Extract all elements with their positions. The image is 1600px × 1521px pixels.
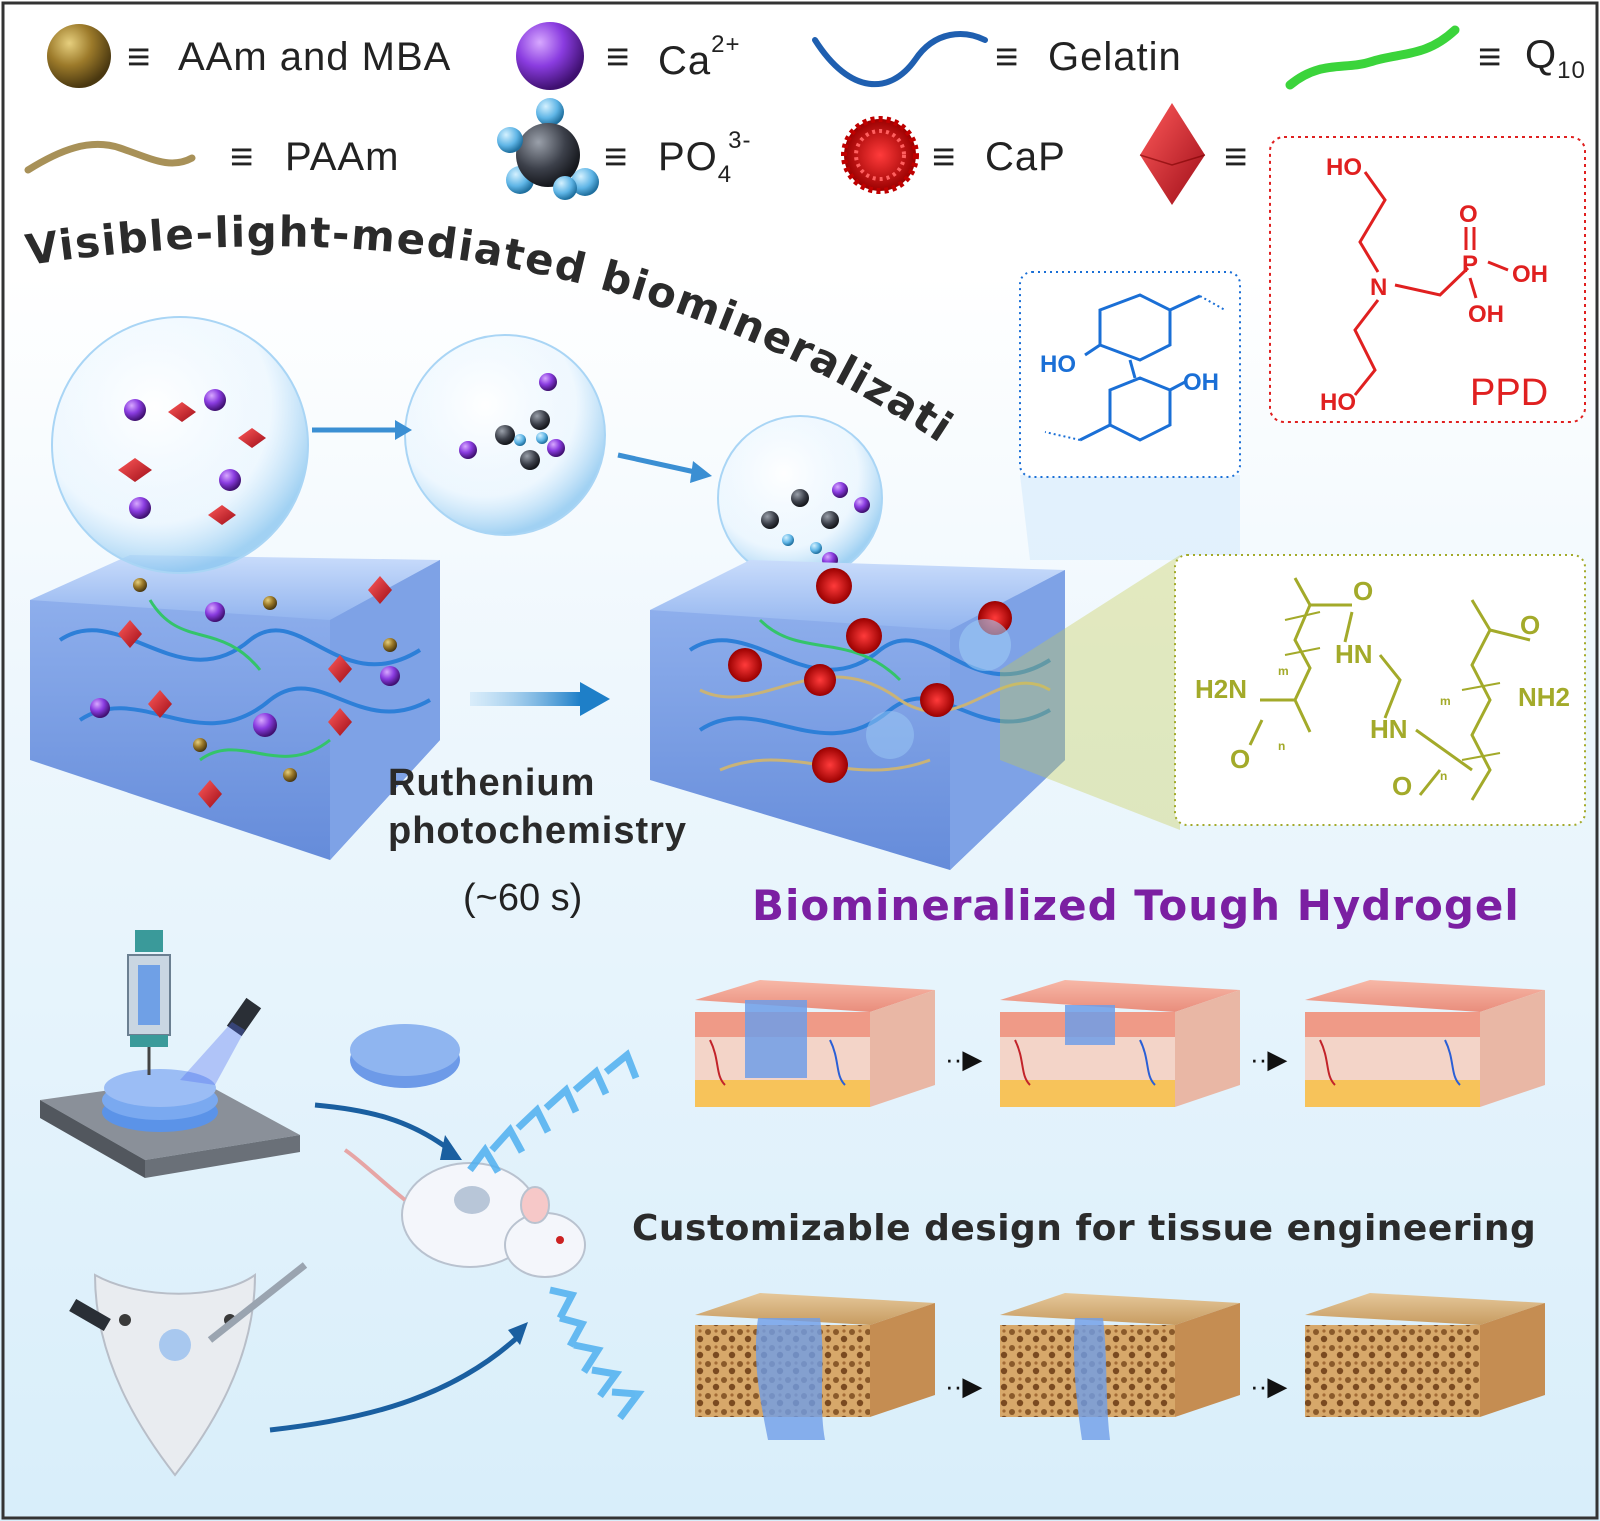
legend: ≡ AAm and MBA ≡ Ca2+ ≡ Gelatin ≡ Q10 ≡ P… [24, 22, 1586, 205]
q10-strand-icon [1285, 25, 1460, 90]
skin-block-3 [1305, 980, 1545, 1107]
bioprinter-illustration [40, 930, 300, 1178]
equiv-symbol: ≡ [932, 135, 956, 179]
phosphate-ion-icon [497, 98, 599, 200]
legend-q10-label: Q10 [1525, 33, 1586, 84]
bone-healing-arrow-2: ··▶ [1250, 1371, 1287, 1401]
ppd-oh-lower: OH [1468, 301, 1504, 328]
paam-o1: O [1353, 576, 1373, 606]
process-caption-line2: photochemistry [388, 810, 687, 852]
q-symbol: Q [1525, 33, 1557, 77]
gelatin-strand-icon [812, 31, 988, 88]
biomineralized-hydrogel-cube [650, 560, 1065, 870]
process-caption-line1: Ruthenium [388, 762, 595, 804]
mouse-illustration [343, 1148, 586, 1278]
equiv-symbol: ≡ [127, 35, 151, 79]
paam-o3: O [1520, 610, 1540, 640]
ppd-structure-box: HO N P O OH OH HO PPD [1269, 136, 1586, 423]
complex-bubble [404, 334, 606, 536]
paam-nh2: NH2 [1518, 682, 1570, 712]
ppd-oh-right: OH [1512, 261, 1548, 288]
process-time: (~60 s) [463, 877, 582, 919]
equiv-symbol: ≡ [1224, 135, 1248, 179]
skin-block-1 [695, 980, 935, 1107]
skin-block-2 [1000, 980, 1240, 1107]
chevron-stream-upper [467, 1049, 640, 1174]
calcium-charge: 2+ [711, 31, 740, 58]
paam-o2: O [1230, 744, 1250, 774]
ppd-ho-bottom: HO [1320, 389, 1356, 416]
equiv-symbol: ≡ [1478, 35, 1502, 79]
injection-to-mouse-arrow [269, 1333, 522, 1433]
bone-healing-arrow-1: ··▶ [945, 1371, 982, 1401]
ppd-name-label: PPD [1470, 372, 1548, 414]
paam-hn2: HN [1370, 714, 1408, 744]
equiv-symbol: ≡ [604, 135, 628, 179]
paam-hn1: HN [1335, 639, 1373, 669]
paam-strand-icon [24, 140, 196, 174]
paam-h2n: H2N [1195, 674, 1247, 704]
scaffold-to-mouse-arrow [314, 1102, 452, 1153]
skin-healing-arrow-2: ··▶ [1250, 1044, 1287, 1074]
legend-phosphate-label: PO4 3- [658, 127, 752, 188]
phosphate-charge: 3- [728, 127, 751, 154]
legend-calcium-label: Ca2+ [658, 31, 741, 83]
pregel-hydrogel-cube [30, 555, 440, 860]
dityrosine-ho: HO [1040, 351, 1076, 378]
calcium-phosphate-flower-icon [841, 116, 919, 194]
paam-m1: m [1278, 664, 1289, 678]
skin-healing-arrow-1: ··▶ [945, 1044, 982, 1074]
ppd-n-atom: N [1370, 274, 1387, 301]
ppd-diamond-icon [1140, 103, 1205, 205]
nucleation-bubble [717, 415, 883, 581]
q-subscript: 10 [1557, 57, 1586, 84]
calcium-symbol: Ca [658, 39, 711, 83]
dityrosine-structure-box: HO OH [1019, 271, 1241, 560]
equiv-symbol: ≡ [230, 135, 254, 179]
ppd-p-atom: P [1462, 251, 1478, 278]
process-arrows [312, 420, 712, 716]
product-title: Biomineralized Tough Hydrogel [752, 881, 1520, 930]
legend-paam-label: PAAm [285, 135, 399, 179]
bone-block-1 [695, 1293, 935, 1440]
bone-block-2 [1000, 1293, 1240, 1440]
ppd-o-double: O [1459, 201, 1478, 228]
legend-cap-label: CaP [985, 135, 1066, 179]
calcium-ion-ball-icon [516, 22, 584, 90]
ppd-ho-top: HO [1326, 154, 1362, 181]
equiv-symbol: ≡ [995, 35, 1019, 79]
phosphate-symbol: PO [658, 135, 718, 179]
rat-skull-illustration [69, 1262, 308, 1477]
printed-scaffold-disc-top [350, 1024, 460, 1076]
paam-o4: O [1392, 771, 1412, 801]
equiv-symbol: ≡ [606, 35, 630, 79]
legend-aam-mba-label: AAm and MBA [178, 35, 451, 79]
application-title: Customizable design for tissue engineeri… [632, 1208, 1536, 1249]
phosphate-subscript: 4 [718, 161, 732, 188]
paam-n2: n [1440, 769, 1447, 783]
dityrosine-oh: OH [1183, 369, 1219, 396]
paam-m2: m [1440, 694, 1451, 708]
reactant-bubble [51, 316, 309, 574]
paam-crosslink-structure-box: O HN HN H2N O O NH2 O m n m n [1000, 554, 1586, 830]
legend-gelatin-label: Gelatin [1048, 35, 1182, 79]
paam-n1: n [1278, 739, 1285, 753]
bone-block-3 [1305, 1293, 1545, 1417]
aam-mba-ball-icon [47, 24, 111, 88]
chevron-stream-lower [549, 1286, 645, 1421]
